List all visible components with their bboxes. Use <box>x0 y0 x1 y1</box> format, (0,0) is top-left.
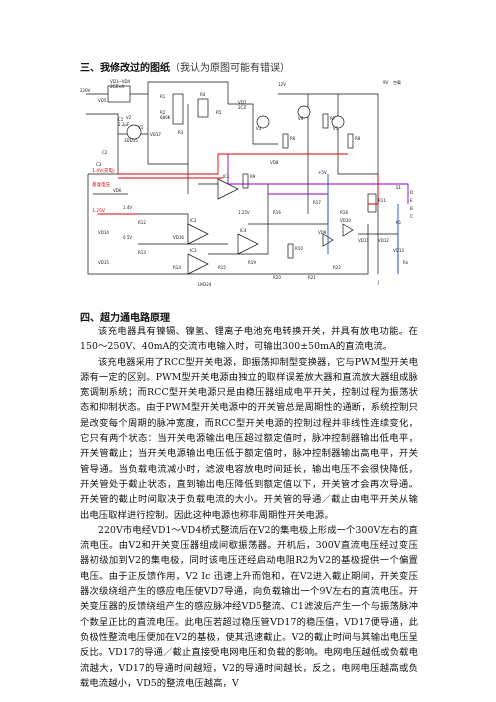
schematic-label: R17 <box>313 200 321 205</box>
schematic-label: V1 <box>138 125 144 130</box>
schematic-label: B <box>410 206 413 211</box>
schematic-label: V3 <box>256 126 262 131</box>
schematic-label: IC3 <box>190 248 197 253</box>
schematic-label: R14 <box>173 265 181 270</box>
paragraph-rcc: 该充电器采用了RCC型开关电源，即振荡抑制型变换器，它与PWM型开关电源有一定的… <box>80 356 418 521</box>
schematic-label: R5 <box>216 110 222 115</box>
schematic-label: 0.5V <box>123 235 132 240</box>
schematic-label: D <box>410 190 413 195</box>
section-heading-modified-schematic: 三、我修改过的图纸（我认为原图可能有错误） <box>80 59 290 74</box>
schematic-label: +5V <box>318 170 327 175</box>
schematic-label: R11 <box>378 198 386 203</box>
schematic-label: R13 <box>138 250 146 255</box>
schematic-label: V5 <box>333 126 339 131</box>
schematic-label: R22 <box>333 265 341 270</box>
schematic-label: R16 <box>273 210 281 215</box>
schematic-label: 2CZ×4 <box>110 84 124 89</box>
schematic-label: 1.4V <box>123 205 132 210</box>
schematic-label: R15 <box>218 265 226 270</box>
schematic-label: R9 <box>250 174 256 179</box>
schematic-label: 9V <box>383 80 389 85</box>
schematic-label: R6 <box>290 136 296 141</box>
schematic-label: IC2 <box>190 218 197 223</box>
schematic-label: K1 <box>396 220 402 225</box>
schematic-label: IC4 <box>240 228 247 233</box>
schematic-label: VD13 <box>393 248 404 253</box>
schematic-label: S1 <box>396 185 402 190</box>
schematic-label: R12 <box>138 220 146 225</box>
schematic-label: 3DD15 <box>124 138 138 143</box>
schematic-components <box>107 85 377 275</box>
schematic-label: 1.25V <box>238 210 250 215</box>
schematic-label: 空载 <box>393 79 401 85</box>
schematic-purple-wires <box>227 154 409 204</box>
schematic-label: R8 <box>355 136 361 141</box>
schematic-label: 2CZ <box>238 105 246 110</box>
schematic-label: VD1~VD4 <box>110 79 131 84</box>
schematic-label: 680K <box>160 115 171 120</box>
schematic-red-label: 1.4V(充电) <box>92 167 115 174</box>
schematic-label: VD5 <box>98 98 107 103</box>
schematic-label: IC1 <box>223 174 230 179</box>
schematic-red-label: 1.25V <box>92 208 106 214</box>
schematic-label: V2 <box>126 115 132 120</box>
section-title: 三、我修改过的图纸 <box>80 63 170 74</box>
paragraph-intro: 该充电器具有镍镉、镍氢、锂离子电池充电转换开关，并具有放电功能。在150～250… <box>80 326 418 353</box>
schematic-label: LM324 <box>198 282 212 287</box>
schematic-label: VD12 <box>378 238 389 243</box>
schematic-label: VD9 <box>318 230 327 235</box>
schematic-label: J <box>377 280 379 285</box>
schematic-label: C <box>410 214 413 219</box>
schematic-label: VD11 <box>358 238 369 243</box>
schematic-label: VD17 <box>150 132 161 137</box>
schematic-label: C2 <box>102 150 108 155</box>
schematic-label: VD16 <box>173 235 184 240</box>
schematic-label: VD10 <box>340 218 351 223</box>
schematic-label: 220V <box>80 88 91 93</box>
schematic-label: R10 <box>295 246 303 251</box>
schematic-label: R1 <box>160 94 166 99</box>
schematic-label: VD14 <box>98 230 109 235</box>
schematic-label: VD8 <box>270 160 279 165</box>
schematic-label: 2.2μF <box>118 122 130 127</box>
schematic-red-label: 基准电压 <box>92 181 110 188</box>
section-note: （我认为原图可能有错误） <box>170 63 290 74</box>
schematic-label: 12V <box>278 82 286 87</box>
schematic-red-wires <box>98 153 379 215</box>
schematic-label: R21 <box>308 275 316 280</box>
schematic-blue-wires <box>327 174 399 274</box>
schematic-label: Rx <box>403 260 409 265</box>
circuit-schematic: 220V VD1~VD4 2CZ×4 C1 2.2μF R1 R2 680K V… <box>80 79 413 287</box>
schematic-label: R2 <box>160 110 166 115</box>
body-text: 该充电器具有镍镉、镍氢、锂离子电池充电转换开关，并具有放电功能。在150～250… <box>80 324 418 691</box>
schematic-label: R18 <box>340 210 348 215</box>
circuit-schematic-figure: 220V VD1~VD4 2CZ×4 C1 2.2μF R1 R2 680K V… <box>78 74 418 296</box>
schematic-label: R3 <box>178 130 184 135</box>
schematic-label: C3 <box>96 162 102 167</box>
schematic-label: VD7 <box>238 100 247 105</box>
section-heading-circuit-principle: 四、超力通电路原理 <box>80 313 170 324</box>
paragraph-operation: 220V市电经VD1～VD4桥式整流后在V2的集电极上形成一个300V左右的直流… <box>80 524 418 689</box>
schematic-label: E <box>410 198 413 203</box>
schematic-label: R4 <box>200 92 206 97</box>
schematic-label: R7 <box>330 116 336 121</box>
schematic-label: V4 <box>298 116 304 121</box>
schematic-label: C1 <box>118 117 124 122</box>
schematic-label: R20 <box>273 275 281 280</box>
schematic-label: R19 <box>248 260 256 265</box>
schematic-label: VD6 <box>113 188 122 193</box>
schematic-label: VD15 <box>98 260 109 265</box>
